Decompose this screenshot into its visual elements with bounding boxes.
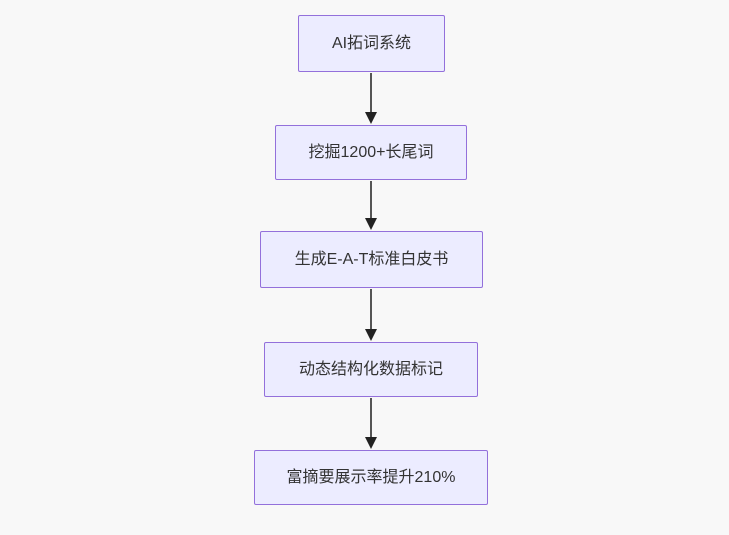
flowchart-node-structured-data-markup: 动态结构化数据标记 xyxy=(264,342,478,397)
flowchart-node-ai-keyword-system: AI拓词系统 xyxy=(298,15,445,72)
node-label: 挖掘1200+长尾词 xyxy=(308,143,434,161)
arrowhead-icon xyxy=(365,218,377,230)
node-label: AI拓词系统 xyxy=(331,34,412,52)
arrowhead-icon xyxy=(365,329,377,341)
arrowhead-icon xyxy=(365,437,377,449)
flowchart-node-eat-whitepaper: 生成E-A-T标准白皮书 xyxy=(260,231,483,288)
node-label: 生成E-A-T标准白皮书 xyxy=(294,250,449,268)
flowchart-node-rich-snippet-result: 富摘要展示率提升210% xyxy=(254,450,488,505)
arrowhead-icon xyxy=(365,112,377,124)
flowchart-node-longtail-mining: 挖掘1200+长尾词 xyxy=(275,125,467,180)
node-label: 动态结构化数据标记 xyxy=(298,360,443,378)
node-label: 富摘要展示率提升210% xyxy=(286,468,456,486)
